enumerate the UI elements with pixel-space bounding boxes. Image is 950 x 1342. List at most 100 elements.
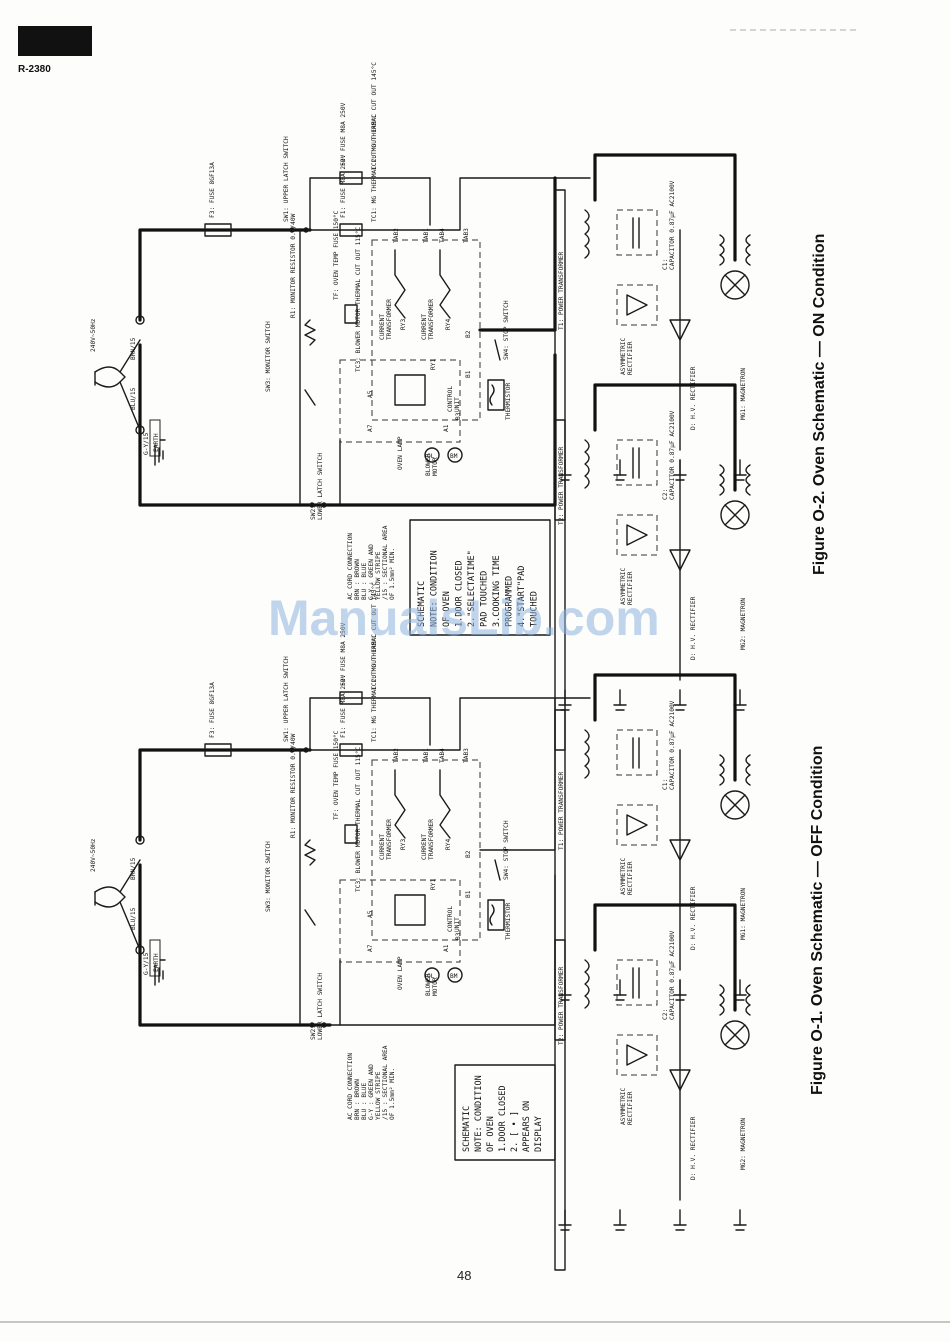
rect1-diode-icon <box>626 814 648 836</box>
a5-label: A5 <box>367 390 374 398</box>
ct2-label-line-1: TRANSFORMER <box>428 299 435 340</box>
r1-resistor-icon <box>304 839 316 866</box>
ry4-contact-icon <box>439 769 451 839</box>
rect2-box <box>616 1034 658 1076</box>
live-wire <box>138 228 302 322</box>
hv-output-wire-2 <box>593 383 737 492</box>
plug-lead-neutral <box>119 381 141 431</box>
ct1-label-line-0: CURRENT <box>379 834 386 860</box>
f3-fuse-icon <box>204 223 232 237</box>
ct1-label-line-1: TRANSFORMER <box>386 299 393 340</box>
sw2-contact-icon <box>309 502 315 508</box>
sw3-switch-icon <box>304 389 316 406</box>
ry1-coil-icon <box>394 374 426 406</box>
r1-label: R1: MONITOR RESISTOR 0.8/40W <box>290 213 297 318</box>
c1-label-line-1: CAPACITOR 0.87µF AC2100V <box>669 700 676 790</box>
note-box-line-5: PAD TOUCHED <box>480 571 490 627</box>
oven-lamp-label: OVEN LAMP <box>397 956 404 990</box>
ry3-label: RY3 <box>400 319 407 330</box>
caption-on: Figure O-2. Oven Schematic — ON Conditio… <box>811 234 828 575</box>
t1-label: T1: POWER TRANSFORMER <box>558 251 565 330</box>
f1-label: F1: FUSE M8A 250V <box>340 154 347 218</box>
caption-off-group: Figure O-1. Oven Schematic — OFF Conditi… <box>809 746 826 1095</box>
tab4-label: TAB4 <box>439 228 446 243</box>
d2-label: D: H.V. RECTIFIER <box>690 1116 697 1180</box>
ct2-label-line-0: CURRENT <box>421 834 428 860</box>
f2-fuse-icon <box>339 171 363 185</box>
rect2-box <box>616 514 658 556</box>
note-box-line-7: PROGRAMMED <box>505 576 515 627</box>
hv-output-wire-1 <box>593 153 737 262</box>
legend-line-3: G-Y : GREEN AND <box>368 544 375 600</box>
wire-blu-label: BLU/15 <box>130 387 137 410</box>
ct1-label-line-0: CURRENT <box>379 314 386 340</box>
mg1-filament-icon <box>719 234 725 266</box>
tf-label: TF: OVEN TEMP FUSE 150°C <box>332 730 340 820</box>
control-box <box>339 879 461 963</box>
sw2-label-line-1: LOWER LATCH SWITCH <box>317 453 324 520</box>
control-box <box>339 359 461 443</box>
t2-label: T2: POWER TRANSFORMER <box>558 446 565 525</box>
live-terminal-icon <box>135 835 145 845</box>
blower-motor-label-line-1: MOTOR <box>432 457 439 476</box>
f2-branch-wire <box>309 697 431 751</box>
c1-box <box>616 209 658 256</box>
plug-lead-neutral <box>119 901 141 951</box>
legend-line-5: /15 : SECTIONAL AREA <box>382 1045 389 1120</box>
tab3-label: TAB3 <box>463 748 470 763</box>
tc1-label: TC1: MG THERMAL CUT OUT 145°C <box>370 634 378 742</box>
tc1-label: TC1: MG THERMAL CUT OUT 145°C <box>370 114 378 222</box>
bm-label: BM <box>450 453 458 460</box>
wire-blu-label: BLU/15 <box>130 907 137 930</box>
note-box-line-2: OF OVEN <box>486 1116 496 1152</box>
f2-label: F2: FUSE M8A 250V <box>340 102 347 166</box>
tab1-label: TAB1 <box>423 748 430 763</box>
tc2-label: TC2: MG THERMAL CUT OUT 145°C <box>370 62 378 170</box>
sw2-contact-icon <box>321 1022 327 1028</box>
caption-on-group: Figure O-2. Oven Schematic — ON Conditio… <box>811 234 828 575</box>
page-number: 48 <box>457 1268 471 1283</box>
sw2-label-line-1: LOWER LATCH SWITCH <box>317 973 324 1040</box>
b2-label: B2 <box>465 330 472 338</box>
tf-fuse-icon <box>344 824 358 844</box>
d2-label: D: H.V. RECTIFIER <box>690 596 697 660</box>
sw1-label: SW1: UPPER LATCH SWITCH <box>283 136 290 222</box>
t1-secondary-icon <box>584 209 590 259</box>
ct2-label-line-0: CURRENT <box>421 314 428 340</box>
rect1-label-line-0: ASYMMETRIC <box>620 857 627 895</box>
mg2-label: MG2: MAGNETRON <box>740 1118 747 1170</box>
r1-label: R1: MONITOR RESISTOR 0.8/40W <box>290 733 297 838</box>
ry3-label: RY3 <box>400 839 407 850</box>
thermistor-glyph <box>489 904 495 926</box>
tab1-label: TAB1 <box>423 228 430 243</box>
tf-fuse-icon <box>344 304 358 324</box>
a1-label: A1 <box>443 944 450 952</box>
blower-motor-icon <box>447 967 463 983</box>
upper-feed-wire <box>429 697 591 751</box>
mg1-cross <box>724 794 746 816</box>
mg1-filament-icon <box>745 754 751 786</box>
note-box <box>409 519 551 636</box>
a7-label: A7 <box>367 944 374 952</box>
ct1-label-line-1: TRANSFORMER <box>386 819 393 860</box>
tf-label: TF: OVEN TEMP FUSE 150°C <box>332 210 340 300</box>
bm-label: BM <box>450 973 458 980</box>
wire-gy-label: G-Y/15 <box>143 432 150 455</box>
hv-output-wire-2 <box>593 903 737 1012</box>
legend-line-3: G-Y : GREEN AND <box>368 1064 375 1120</box>
neutral-terminal-icon <box>135 945 145 955</box>
live-terminal-icon <box>135 315 145 325</box>
mg1-filament-icon <box>719 754 725 786</box>
earth-label: EARTH <box>153 433 160 452</box>
c2-box <box>616 439 658 486</box>
oven-lamp-label: OVEN LAMP <box>397 436 404 470</box>
wire-brn-label: BRN/15 <box>130 337 137 360</box>
r1-resistor-icon <box>304 319 316 346</box>
legend-line-6: OF 1.5mm² MIN. <box>389 1068 396 1120</box>
tab4-label: TAB4 <box>439 748 446 763</box>
thermistor-label: THERMISTOR <box>505 382 512 420</box>
note-box-line-0: SCHEMATIC <box>462 1106 472 1152</box>
ry1-coil-icon <box>394 894 426 926</box>
mg1-label: MG1: MAGNETRON <box>740 368 747 420</box>
